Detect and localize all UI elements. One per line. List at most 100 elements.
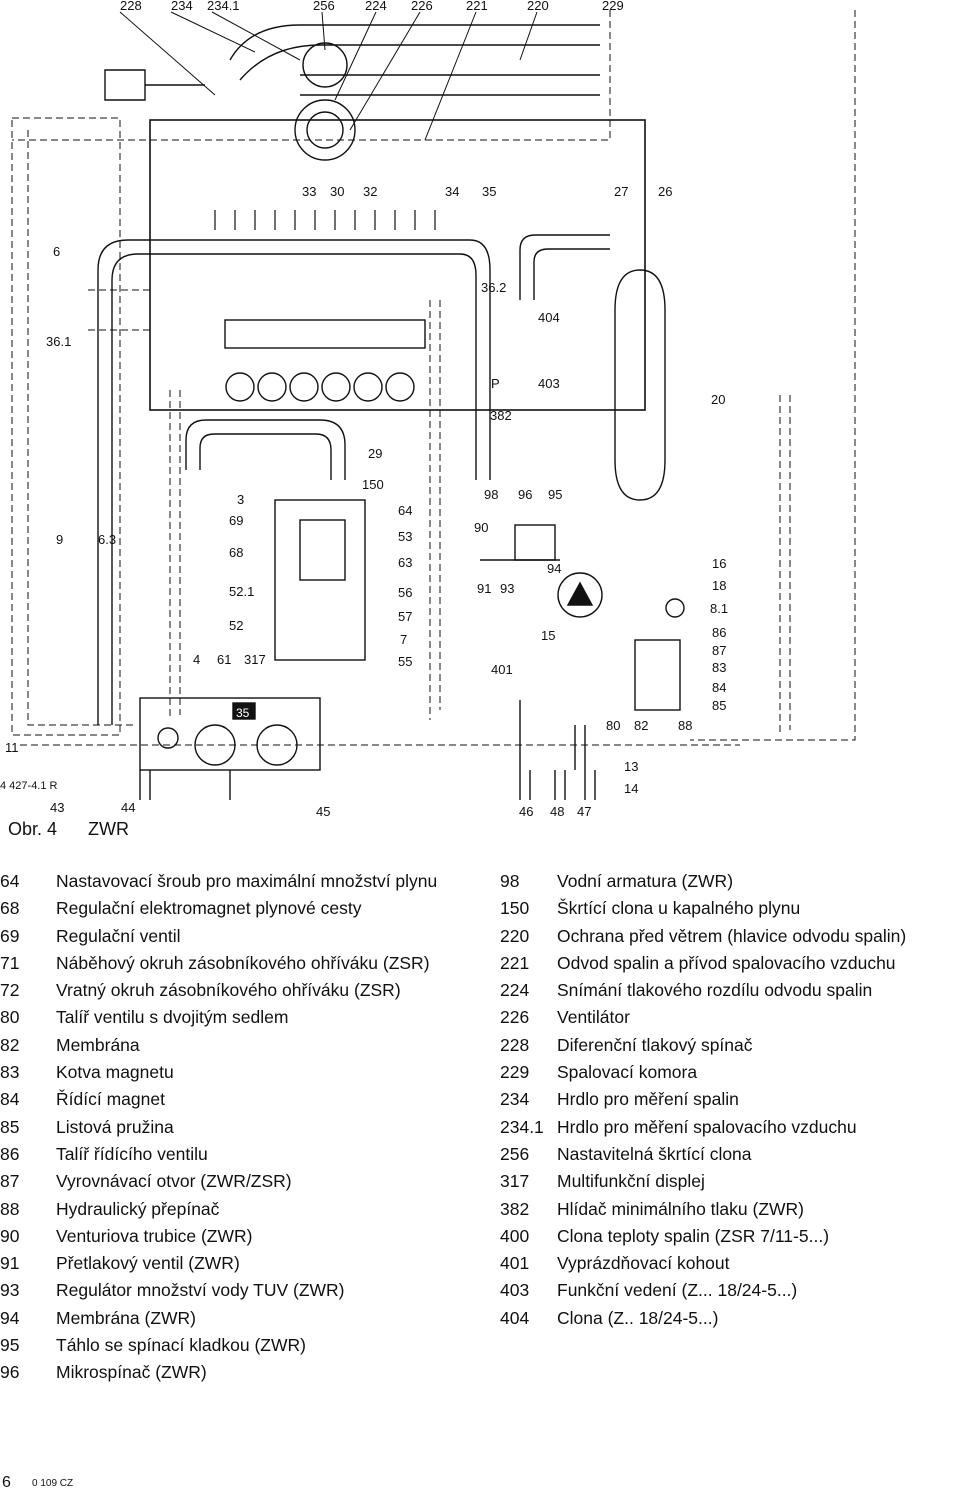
- legend-number: 96: [0, 1362, 20, 1383]
- legend-number: 224: [500, 980, 530, 1001]
- callout-98: 98: [484, 487, 498, 502]
- callout-36-1: 36.1: [46, 334, 71, 349]
- legend-number: 226: [500, 1007, 530, 1028]
- legend-number: 229: [500, 1062, 530, 1083]
- callout-256: 256: [313, 0, 335, 13]
- callout-226: 226: [411, 0, 433, 13]
- callout-26: 26: [658, 184, 672, 199]
- callout-69: 69: [229, 513, 243, 528]
- callout-52: 52: [229, 618, 243, 633]
- callout-34: 34: [445, 184, 459, 199]
- callout-84: 84: [712, 680, 726, 695]
- callout-9: 9: [56, 532, 63, 547]
- figure-number-label: Obr. 4: [8, 819, 58, 839]
- legend-row: 87 Vyrovnávací otvor (ZWR/ZSR): [0, 1168, 470, 1195]
- legend-description: Řídící magnet: [56, 1089, 165, 1110]
- legend-description: Snímání tlakového rozdílu odvodu spalin: [557, 980, 873, 1001]
- legend-description: Hrdlo pro měření spalin: [557, 1089, 739, 1110]
- callout-46: 46: [519, 804, 533, 819]
- callout-27: 27: [614, 184, 628, 199]
- callout-32: 32: [363, 184, 377, 199]
- legend-number: 84: [0, 1089, 20, 1110]
- callout-91: 91: [477, 581, 491, 596]
- legend-number: 87: [0, 1171, 20, 1192]
- legend-description: Nastavovací šroub pro maximální množství…: [56, 871, 438, 891]
- legend-row: 84 Řídící magnet: [0, 1086, 470, 1113]
- callout-36-2: 36.2: [481, 280, 506, 295]
- legend-number: 234: [500, 1089, 530, 1110]
- callout-P: P: [491, 376, 500, 391]
- callout-8-1: 8.1: [710, 601, 728, 616]
- document-code: 0 109 CZ: [32, 1478, 74, 1489]
- callout-90: 90: [474, 520, 488, 535]
- legend-number: 400: [500, 1225, 530, 1246]
- callout-234: 234: [171, 0, 193, 13]
- legend-number: 98: [500, 871, 520, 891]
- callout-86: 86: [712, 625, 726, 640]
- callout-52-1: 52.1: [229, 584, 254, 599]
- legend-number: 80: [0, 1007, 20, 1028]
- legend-number: 317: [500, 1171, 530, 1192]
- callout-13: 13: [624, 759, 638, 774]
- callout-6: 6: [53, 244, 60, 259]
- callout-85: 85: [712, 698, 726, 713]
- callout-80: 80: [606, 718, 620, 733]
- callout-94: 94: [547, 561, 561, 576]
- legend-description: Multifunkční displej: [557, 1171, 705, 1192]
- legend-number: 83: [0, 1062, 20, 1083]
- callout-43: 43: [50, 800, 64, 815]
- legend-number: 221: [500, 952, 530, 973]
- legend-row: 80 Talíř ventilu s dvojitým sedlem: [0, 1004, 470, 1031]
- legend-description: Táhlo se spínací kladkou (ZWR): [56, 1335, 306, 1356]
- legend-number: 401: [500, 1253, 530, 1274]
- callout-15: 15: [541, 628, 555, 643]
- callout-6-3: 6.3: [98, 532, 116, 547]
- callout-55: 55: [398, 654, 412, 669]
- legend-description: Talíř ventilu s dvojitým sedlem: [56, 1007, 289, 1028]
- callout-150: 150: [362, 477, 384, 492]
- legend-description: Vyrovnávací otvor (ZWR/ZSR): [56, 1171, 292, 1192]
- legend-number: 72: [0, 980, 20, 1001]
- legend-row: 95 Táhlo se spínací kladkou (ZWR): [0, 1332, 470, 1359]
- callout-29: 29: [368, 446, 382, 461]
- legend-number: 220: [500, 925, 530, 946]
- legend-number: 93: [0, 1280, 20, 1301]
- callout-3: 3: [237, 492, 244, 507]
- callout-20: 20: [711, 392, 725, 407]
- callout-7: 7: [400, 632, 407, 647]
- legend-description: Listová pružina: [56, 1116, 174, 1137]
- callout-18: 18: [712, 578, 726, 593]
- legend-row: 317 Multifunkční displej: [500, 1168, 960, 1195]
- legend-number: 95: [0, 1335, 20, 1356]
- legend-number: 91: [0, 1253, 20, 1274]
- legend-number: 71: [0, 952, 20, 973]
- callout-48: 48: [550, 804, 564, 819]
- callout-220: 220: [527, 0, 549, 13]
- callout-404: 404: [538, 310, 560, 325]
- callout-224: 224: [365, 0, 387, 13]
- legend-number: 88: [0, 1198, 20, 1219]
- callout-44: 44: [121, 800, 135, 815]
- callout-11: 11: [5, 740, 19, 755]
- legend-description: Nastavitelná škrtící clona: [557, 1143, 752, 1164]
- legend-number: 82: [0, 1034, 20, 1055]
